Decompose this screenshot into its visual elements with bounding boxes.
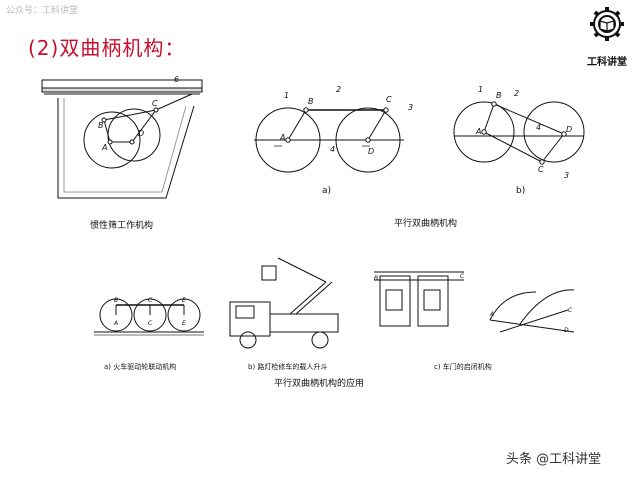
svg-text:2: 2	[514, 89, 519, 98]
svg-text:C: C	[386, 95, 392, 104]
svg-text:D: D	[564, 327, 569, 334]
svg-text:B: B	[98, 121, 104, 130]
caption-app-c: c) 车门的启闭机构	[434, 363, 492, 371]
caption-parallel-double-crank: 平行双曲柄机构	[394, 219, 458, 229]
svg-text:E: E	[182, 320, 186, 327]
svg-text:4: 4	[330, 145, 335, 154]
svg-text:B: B	[496, 91, 502, 100]
svg-text:3: 3	[408, 103, 413, 112]
svg-text:A: A	[279, 133, 285, 142]
svg-text:C: C	[148, 320, 153, 327]
svg-text:3: 3	[564, 171, 569, 180]
watermark: 公众号：工科讲堂	[6, 6, 79, 16]
svg-text:A: A	[475, 127, 481, 136]
svg-text:B: B	[308, 97, 314, 106]
svg-text:C: C	[152, 99, 158, 108]
diagram-panel: B A D C 6 1 B 2 C 3 A 4 D 1 B 2 A 4 D C …	[34, 70, 596, 392]
svg-text:C: C	[460, 273, 465, 280]
svg-text:C: C	[148, 297, 153, 304]
svg-text:2: 2	[336, 85, 341, 94]
caption-b-mark: b)	[516, 186, 526, 196]
caption-app-title: 平行双曲柄机构的应用	[274, 379, 365, 389]
caption-a-mark: a)	[322, 186, 332, 196]
svg-text:6: 6	[174, 75, 179, 84]
logo-text: 工科讲堂	[587, 57, 627, 68]
svg-text:B: B	[374, 275, 378, 282]
footer-credit: 头条 @工科讲堂	[506, 452, 602, 467]
svg-text:B: B	[114, 297, 118, 304]
svg-text:A: A	[101, 143, 107, 152]
svg-text:C: C	[538, 165, 544, 174]
logo: 工科讲堂	[578, 2, 636, 68]
svg-text:D: D	[138, 129, 144, 138]
gear-icon	[590, 7, 624, 41]
book-icon	[599, 20, 615, 32]
page-title: (2)双曲柄机构：	[28, 36, 186, 60]
svg-text:C: C	[568, 307, 573, 314]
svg-text:E: E	[182, 297, 186, 304]
svg-text:A: A	[489, 311, 494, 318]
svg-text:A: A	[113, 320, 118, 327]
svg-text:1: 1	[284, 91, 289, 100]
caption-app-a: a) 火车驱动轮联动机构	[104, 363, 177, 371]
svg-text:D: D	[566, 125, 572, 134]
caption-app-b: b) 路灯检修车的载人升斗	[248, 363, 328, 371]
svg-text:1: 1	[478, 85, 483, 94]
svg-text:D: D	[368, 147, 374, 156]
caption-inertia-screen: 惯性筛工作机构	[90, 221, 154, 231]
svg-text:4: 4	[536, 123, 541, 132]
mechanism-diagrams: B A D C 6 1 B 2 C 3 A 4 D 1 B 2 A 4 D C …	[41, 75, 585, 349]
